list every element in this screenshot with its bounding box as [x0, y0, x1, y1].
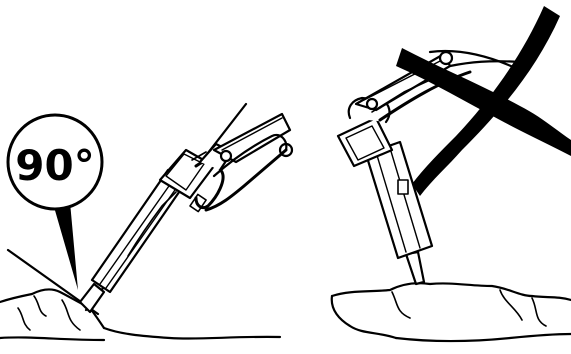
hydraulic-breaker-left [78, 112, 294, 314]
hydraulic-breaker-right [336, 49, 522, 286]
rock-surface-left [0, 288, 282, 342]
angle-callout-bubble [6, 113, 104, 211]
x-mark-icon [396, 6, 571, 196]
angle-callout-pointer [52, 200, 78, 290]
angle-label: 90° [15, 141, 94, 190]
right-panel-incorrect [330, 6, 571, 343]
rock-surface-right [330, 282, 571, 343]
left-panel-correct: 90° [0, 102, 294, 342]
